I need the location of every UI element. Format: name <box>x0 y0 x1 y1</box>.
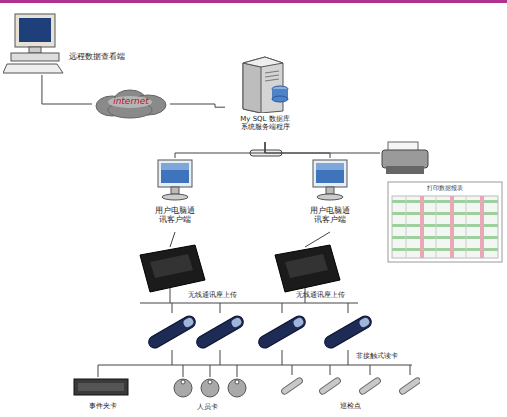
printer-report: 打印数据报表 <box>380 140 505 265</box>
event-card: 事件夹卡 <box>72 375 134 415</box>
annotation-label: 非接触式读卡 <box>356 352 398 360</box>
client-pc: 用户电脑通 讯客户端 <box>140 158 210 232</box>
node-label: My SQL 数据库 系统服务端程序 <box>237 115 293 132</box>
printer-icon <box>380 140 505 265</box>
node-label: 打印数据报表 <box>388 184 502 191</box>
network-link <box>175 142 265 158</box>
checkpoint: 巡检点 <box>280 372 420 415</box>
node-label: 用户电脑通 讯客户端 <box>308 206 352 224</box>
node-label: 事件夹卡 <box>72 402 134 410</box>
node-label: internet <box>92 96 170 107</box>
node-label: 用户电脑通 讯客户端 <box>153 206 197 224</box>
computer-icon <box>3 12 68 75</box>
top-border <box>0 0 507 3</box>
network-link <box>265 142 380 153</box>
node-label: 人员卡 <box>165 403 250 411</box>
internet-cloud: internet <box>92 88 170 120</box>
reader-base <box>140 245 340 292</box>
client-pc: 用户电脑通 讯客户端 <box>295 158 365 232</box>
annotation-label: 无线通讯座上传 <box>296 291 345 299</box>
computer-icon <box>308 158 352 204</box>
network-link <box>170 104 225 107</box>
computer-icon <box>153 158 197 204</box>
remote-pc: 远程数据查看端 <box>3 12 121 75</box>
person-card: 人员卡 <box>165 375 250 415</box>
server-icon <box>225 55 305 113</box>
keyfob-icon <box>165 375 250 401</box>
annotation-label: 无线通讯座上传 <box>188 291 237 299</box>
node-label: 远程数据查看端 <box>69 52 121 62</box>
database-server: My SQL 数据库 系统服务端程序 <box>225 55 305 142</box>
network-link <box>265 142 330 158</box>
network-link <box>42 75 92 104</box>
wand-reader <box>146 314 373 350</box>
card-icon <box>72 375 134 399</box>
node-label: 巡检点 <box>280 402 420 410</box>
checkpoint-icon <box>280 372 420 400</box>
